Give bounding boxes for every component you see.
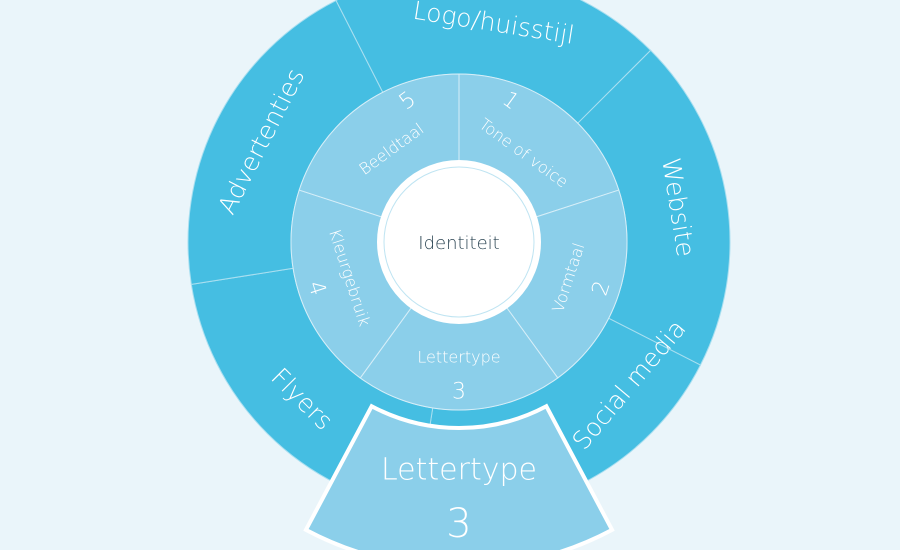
inner-segment-lettertype[interactable]: Lettertype 3 <box>359 306 559 411</box>
outer-segment-logo-huisstijl[interactable]: Logo/huisstijl <box>335 0 652 124</box>
center-circle[interactable]: Identiteit <box>377 160 541 324</box>
outer-segment-website[interactable]: Website <box>577 49 731 366</box>
outer-segment-advertenties[interactable]: Advertenties <box>187 0 384 285</box>
center-label: Identiteit <box>418 233 499 254</box>
popout-label: Lettertype <box>381 453 537 488</box>
inner-segment-number: 3 <box>452 380 466 405</box>
popout-number: 3 <box>446 501 471 547</box>
popout-segment[interactable]: Lettertype 3 <box>303 403 615 550</box>
inner-segment-label: Lettertype <box>417 348 500 367</box>
